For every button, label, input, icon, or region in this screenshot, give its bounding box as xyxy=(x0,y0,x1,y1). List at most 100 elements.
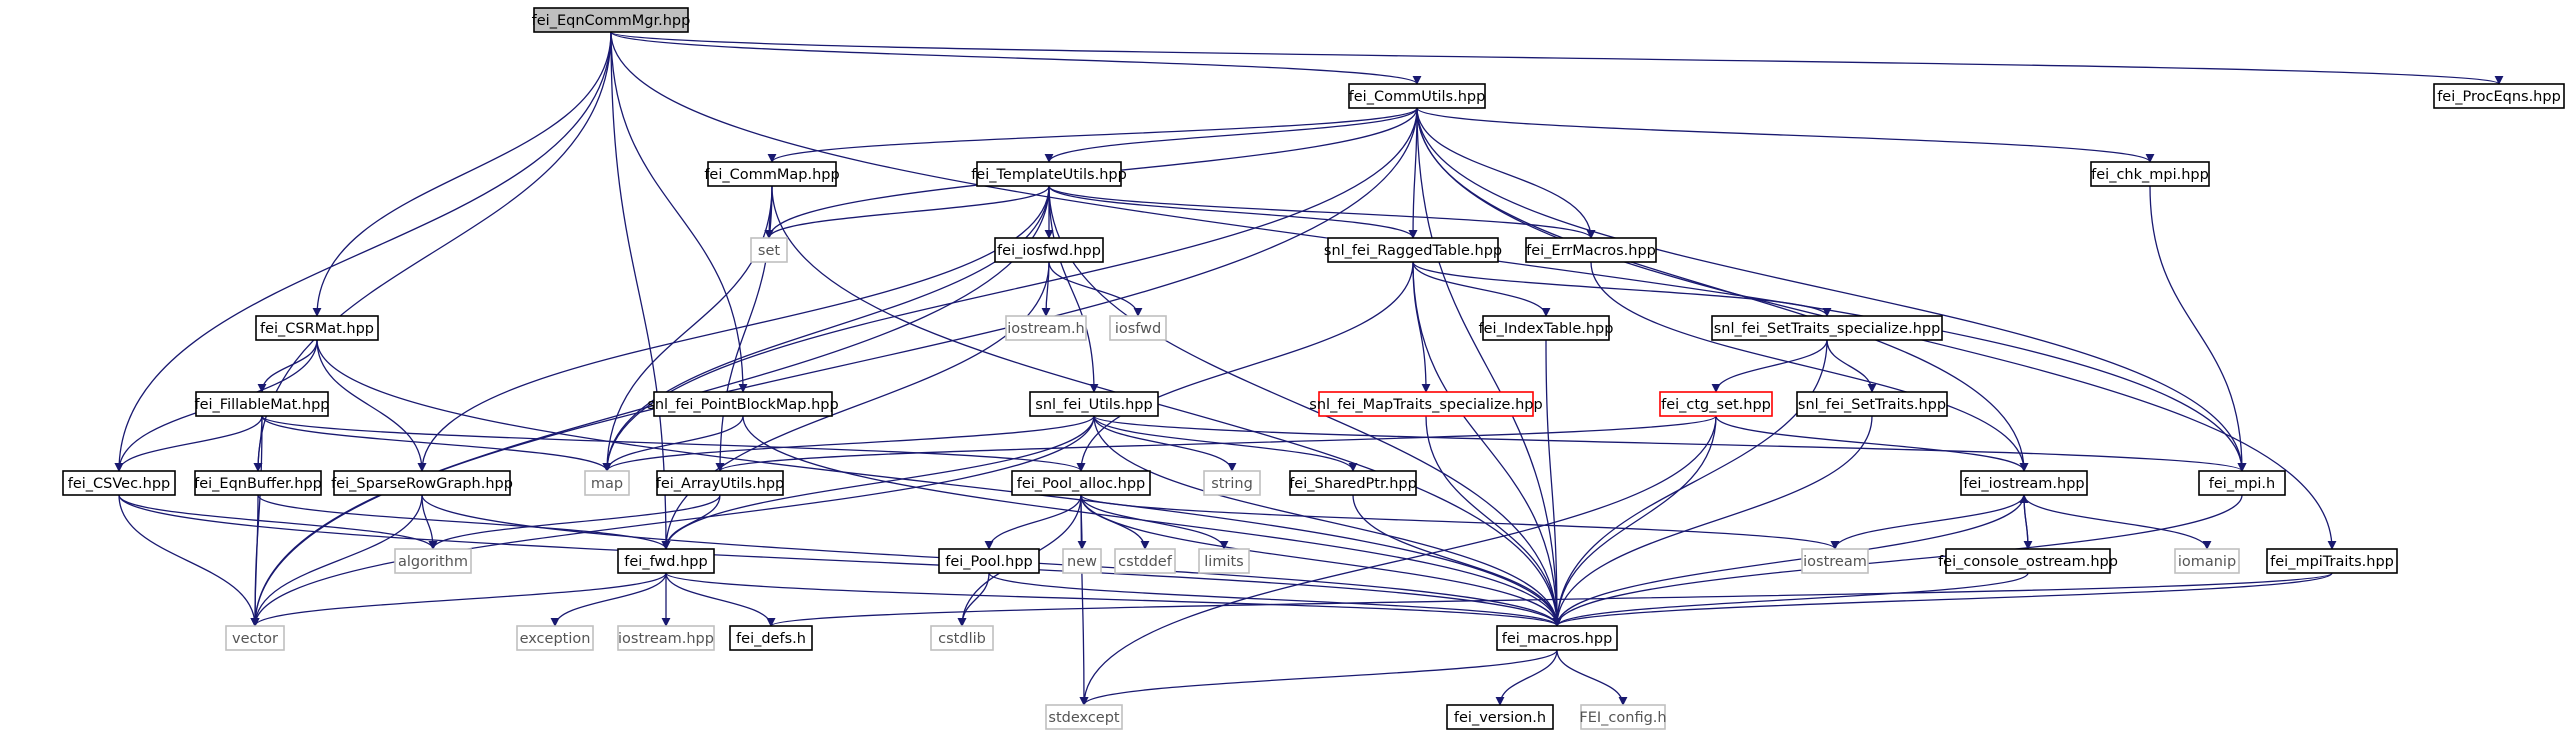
node-proceqns[interactable]: fei_ProcEqns.hpp xyxy=(2433,83,2565,109)
node-box xyxy=(1109,315,1167,341)
node-box xyxy=(2433,83,2565,109)
edge-mpitraits-to-macros xyxy=(1552,572,2333,627)
node-commutils[interactable]: fei_CommUtils.hpp xyxy=(1348,83,1486,109)
node-eqnbuffer[interactable]: fei_EqnBuffer.hpp xyxy=(194,470,322,496)
node-pointblockmap[interactable]: snl_fei_PointBlockMap.hpp xyxy=(647,391,839,417)
node-settraitsspec[interactable]: snl_fei_SetTraits_specialize.hpp xyxy=(1711,315,1943,341)
node-errmacros[interactable]: fei_ErrMacros.hpp xyxy=(1525,237,1657,263)
node-root[interactable]: fei_EqnCommMgr.hpp xyxy=(532,7,691,33)
node-consoleostream[interactable]: fei_console_ostream.hpp xyxy=(1938,548,2118,574)
node-settraits[interactable]: snl_fei_SetTraits.hpp xyxy=(1796,391,1948,417)
node-label: fei_iosfwd.hpp xyxy=(997,243,1101,259)
node-label: FEI_config.h xyxy=(1579,710,1666,726)
node-arrayutils[interactable]: fei_ArrayUtils.hpp xyxy=(656,470,784,496)
node-pool[interactable]: fei_Pool.hpp xyxy=(938,548,1040,574)
node-algorithm: algorithm xyxy=(394,548,472,574)
node-label: string xyxy=(1211,476,1253,492)
edge-templateutils-to-snlutils xyxy=(1048,185,1099,393)
edge-macros-to-version xyxy=(1495,649,1558,706)
node-mpih[interactable]: fei_mpi.h xyxy=(2198,470,2286,496)
edge-poolalloc-to-iostream xyxy=(1080,494,1840,550)
node-box xyxy=(225,625,285,651)
node-templateutils[interactable]: fei_TemplateUtils.hpp xyxy=(971,161,1127,187)
node-label: fei_Pool.hpp xyxy=(945,554,1033,570)
node-box xyxy=(2266,548,2398,574)
node-iosfwdh[interactable]: fei_iosfwd.hpp xyxy=(994,237,1104,263)
node-poolalloc[interactable]: fei_Pool_alloc.hpp xyxy=(1011,470,1151,496)
node-indextable[interactable]: fei_IndexTable.hpp xyxy=(1479,315,1614,341)
node-sparserowgraph[interactable]: fei_SparseRowGraph.hpp xyxy=(331,470,513,496)
node-maptraitsspec[interactable]: snl_fei_MapTraits_specialize.hpp xyxy=(1309,391,1543,417)
node-box xyxy=(194,470,322,496)
edge-eqnbuffer-to-fwd xyxy=(257,494,671,550)
edge-ragged-to-macros xyxy=(1412,261,1562,627)
node-mpitraits[interactable]: fei_mpiTraits.hpp xyxy=(2266,548,2398,574)
node-label: fei_console_ostream.hpp xyxy=(1938,554,2118,570)
node-fwd[interactable]: fei_fwd.hpp xyxy=(617,548,715,574)
node-cstddef: cstddef xyxy=(1114,548,1176,574)
edge-mpitraits-to-defs xyxy=(766,572,2333,627)
node-defs[interactable]: fei_defs.h xyxy=(729,625,813,651)
node-commmap[interactable]: fei_CommMap.hpp xyxy=(704,161,840,187)
node-csvec[interactable]: fei_CSVec.hpp xyxy=(62,470,176,496)
node-label: fei_SparseRowGraph.hpp xyxy=(331,476,513,492)
node-macros[interactable]: fei_macros.hpp xyxy=(1496,625,1618,651)
node-new: new xyxy=(1062,548,1102,574)
node-fillablemat[interactable]: fei_FillableMat.hpp xyxy=(194,391,330,417)
edge-ctgset-to-macros xyxy=(1552,415,1717,627)
node-box xyxy=(1045,704,1123,730)
node-label: fei_chk_mpi.hpp xyxy=(2091,167,2209,183)
node-box xyxy=(729,625,813,651)
edge-sharedptr-to-macros xyxy=(1352,494,1562,627)
node-box xyxy=(533,7,689,33)
edge-fillablemat-to-map xyxy=(261,415,612,472)
node-box xyxy=(1525,237,1657,263)
node-iostream: iostream xyxy=(1801,548,1869,574)
node-ragged[interactable]: snl_fei_RaggedTable.hpp xyxy=(1324,237,1502,263)
edge-settraitsspec-to-settraits xyxy=(1826,339,1877,393)
node-version[interactable]: fei_version.h xyxy=(1446,704,1554,730)
edge-commutils-to-vector xyxy=(250,107,1418,627)
edge-consoleostream-to-iostreamhpp xyxy=(2019,494,2029,550)
node-csrmat[interactable]: fei_CSRMat.hpp xyxy=(255,315,379,341)
node-box xyxy=(333,470,511,496)
node-label: fei_FillableMat.hpp xyxy=(194,397,329,413)
edge-pointblockmap-to-map xyxy=(602,415,744,472)
node-map: map xyxy=(584,470,630,496)
node-label: stdexcept xyxy=(1048,710,1120,726)
node-label: fei_IndexTable.hpp xyxy=(1479,321,1614,337)
edge-csrmat-to-sparserowgraph xyxy=(316,339,427,472)
node-ctgset[interactable]: fei_ctg_set.hpp xyxy=(1659,391,1773,417)
node-stdexcept: stdexcept xyxy=(1045,704,1123,730)
node-box xyxy=(2090,161,2210,187)
node-chkmpi[interactable]: fei_chk_mpi.hpp xyxy=(2090,161,2210,187)
edge-errmacros-to-iostreamhpp xyxy=(1590,261,2029,472)
node-label: cstddef xyxy=(1118,554,1173,570)
edge-snlutils-to-map xyxy=(602,415,1095,472)
node-box xyxy=(516,625,594,651)
node-label: fei_Pool_alloc.hpp xyxy=(1017,476,1146,492)
node-sharedptr[interactable]: fei_SharedPtr.hpp xyxy=(1289,470,1417,496)
node-snlutils[interactable]: snl_fei_Utils.hpp xyxy=(1029,391,1159,417)
edge-iosfwdh-to-fwd xyxy=(661,261,1050,550)
node-limits: limits xyxy=(1198,548,1250,574)
node-iostreamhpp[interactable]: fei_iostream.hpp xyxy=(1960,470,2088,496)
edge-templateutils-to-map xyxy=(602,185,1050,472)
node-label: fei_fwd.hpp xyxy=(624,554,707,570)
edge-chkmpi-to-mpih xyxy=(2149,185,2247,472)
node-label: iostream.h xyxy=(1007,321,1085,337)
node-label: new xyxy=(1067,554,1097,570)
edge-ctgset-to-iostreamhpp xyxy=(1715,415,2029,472)
edge-ctgset-to-stdexcept xyxy=(1079,415,1717,706)
edge-root-to-eqnbuffer xyxy=(253,31,612,472)
edge-templateutils-to-sparserowgraph xyxy=(417,185,1050,472)
node-label: iosfwd xyxy=(1115,321,1161,337)
edge-settraitsspec-to-ctgset xyxy=(1711,339,1828,393)
node-layer: fei_EqnCommMgr.hpp fei_CommUtils.hpp fei_P… xyxy=(62,7,2565,730)
edge-commmap-to-macros xyxy=(771,185,1562,627)
edge-poolalloc-to-stdexcept xyxy=(1079,494,1089,706)
edge-templateutils-to-set xyxy=(764,185,1050,239)
node-label: exception xyxy=(520,631,591,647)
edge-csrmat-to-fillablemat xyxy=(257,339,318,393)
node-box xyxy=(62,470,176,496)
